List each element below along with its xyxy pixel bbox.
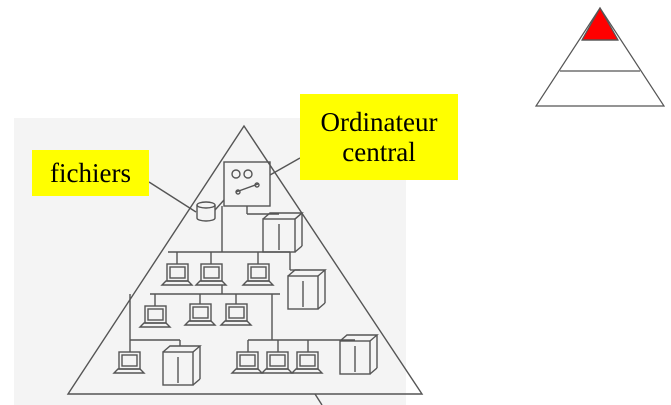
main-pyramid — [66, 124, 424, 395]
terminal-icon — [290, 351, 324, 374]
central-computer-label: Ordinateur central — [300, 94, 458, 180]
server-cabinet-icon — [287, 269, 327, 310]
database-cylinder-icon — [196, 201, 216, 222]
server-cabinet-icon — [262, 212, 304, 253]
terminal-icon — [241, 263, 275, 286]
central-leader-line — [269, 157, 301, 176]
terminal-icon — [230, 351, 264, 374]
central-label-line2: central — [342, 137, 416, 167]
files-leader-line — [148, 181, 197, 213]
terminal-icon — [160, 263, 194, 286]
server-cabinet-icon — [162, 345, 202, 386]
base-tick — [314, 393, 323, 405]
files-label: fichiers — [32, 150, 149, 196]
mini-pyramid — [534, 6, 666, 107]
mainframe-icon — [223, 161, 271, 207]
terminal-icon — [260, 351, 294, 374]
terminal-icon — [183, 303, 217, 326]
mini-pyramid-top-tier-highlight — [580, 6, 620, 41]
terminal-icon — [138, 305, 172, 328]
central-label-line1: Ordinateur — [320, 106, 438, 137]
server-cabinet-icon — [339, 334, 379, 375]
terminal-icon — [112, 351, 146, 374]
files-label-text: fichiers — [50, 157, 131, 188]
terminal-icon — [219, 303, 253, 326]
terminal-icon — [194, 263, 228, 286]
